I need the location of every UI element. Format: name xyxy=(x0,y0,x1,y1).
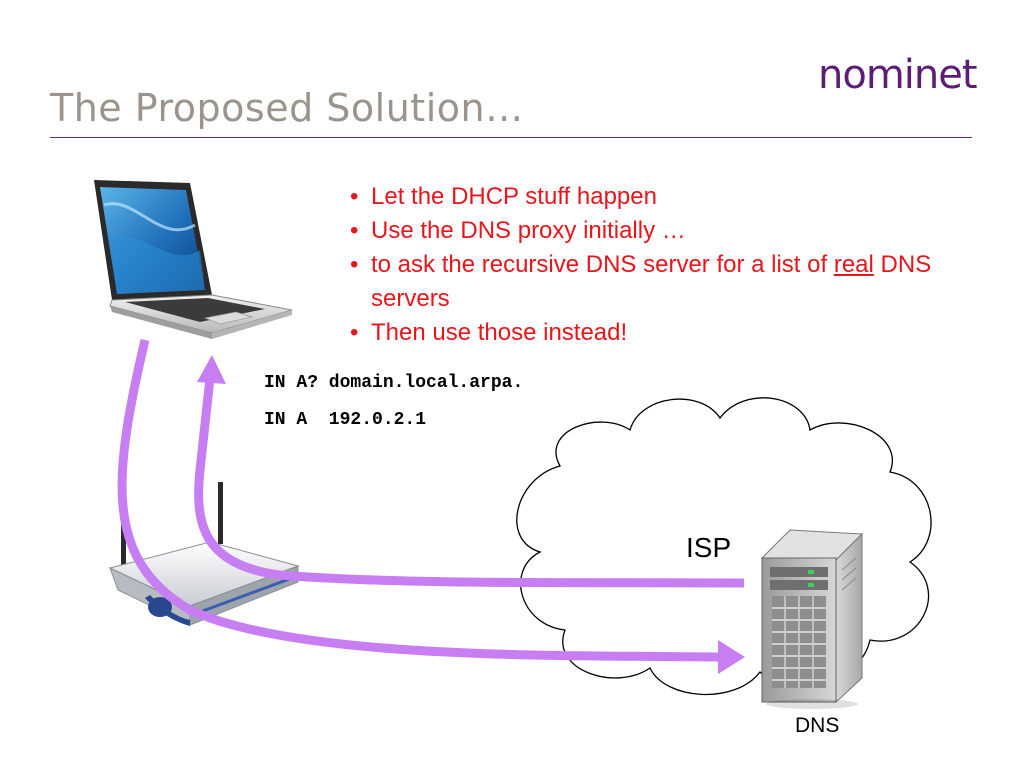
bullet-item: Use the DNS proxy initially … xyxy=(348,214,988,248)
arrow-dns-to-laptop xyxy=(194,355,745,588)
arrow-proxy-to-dns xyxy=(117,338,745,674)
bullet-list: Let the DHCP stuff happen Use the DNS pr… xyxy=(348,180,988,350)
isp-label: ISP xyxy=(686,532,732,563)
bullet-item: Let the DHCP stuff happen xyxy=(348,180,988,214)
dns-server-label: DNS xyxy=(795,714,840,737)
nominet-logo: nominet xyxy=(818,52,978,98)
bullet-item: Then use those instead! xyxy=(348,316,988,350)
dns-query-line: IN A? domain.local.arpa. xyxy=(264,373,524,393)
emphasis-real: real xyxy=(833,251,874,278)
server-icon xyxy=(760,529,864,709)
page-title: The Proposed Solution… xyxy=(50,86,524,130)
laptop-icon xyxy=(94,180,293,339)
title-divider xyxy=(50,137,972,138)
bullet-item: to ask the recursive DNS server for a li… xyxy=(348,248,988,316)
dns-answer-line: IN A 192.0.2.1 xyxy=(264,410,427,430)
